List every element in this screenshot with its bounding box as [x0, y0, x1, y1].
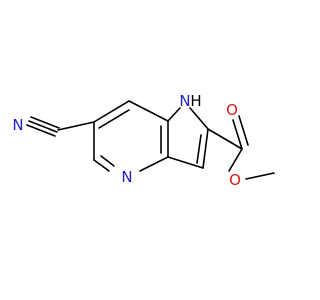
pyrrole-bond-right: [202, 128, 209, 169]
chemical-structure: N N H N O O: [12, 92, 275, 189]
pyrrole-bond-bottom: [167, 156, 204, 169]
carbonyl-bond-second: [238, 115, 249, 146]
methoxy-bond: [245, 172, 275, 180]
pyridine-bond-top-right: [128, 100, 169, 122]
nitrile-bond-middle: [28, 120, 58, 133]
bond-layer: [26, 100, 275, 180]
carbonyl-bond: [232, 119, 243, 150]
pyridine-bond-bottom-right: [139, 156, 169, 172]
pyrrole-nitrogen-label: N: [179, 92, 190, 110]
pyrrole-bond-right-inner: [196, 134, 202, 164]
pyridine-bond-top-left-inner: [98, 109, 130, 129]
atom-label-layer: N N H N O O: [12, 92, 241, 189]
pyridine-bond-bottom-left: [93, 159, 110, 172]
carbonyl-oxygen-label: O: [226, 101, 238, 119]
nitrile-bond-outer: [30, 116, 60, 129]
pyrrole-bond-top-right: [189, 107, 209, 130]
carboxylate-bond: [207, 128, 243, 150]
nitrile-bond-inner: [26, 124, 56, 137]
ester-bond: [228, 148, 243, 172]
ester-oxygen-label: O: [229, 171, 241, 189]
pyridine-nitrogen-label: N: [121, 168, 132, 186]
pyrrole-bond-top-left: [167, 107, 181, 122]
pyridine-bond-top-left: [93, 100, 130, 123]
cyano-nitrogen-label: N: [12, 116, 23, 134]
cyano-attachment-bond: [57, 121, 95, 131]
pyridine-bond-bottom-left-inner: [100, 155, 115, 167]
pyrrole-hydrogen-label: H: [190, 92, 201, 110]
